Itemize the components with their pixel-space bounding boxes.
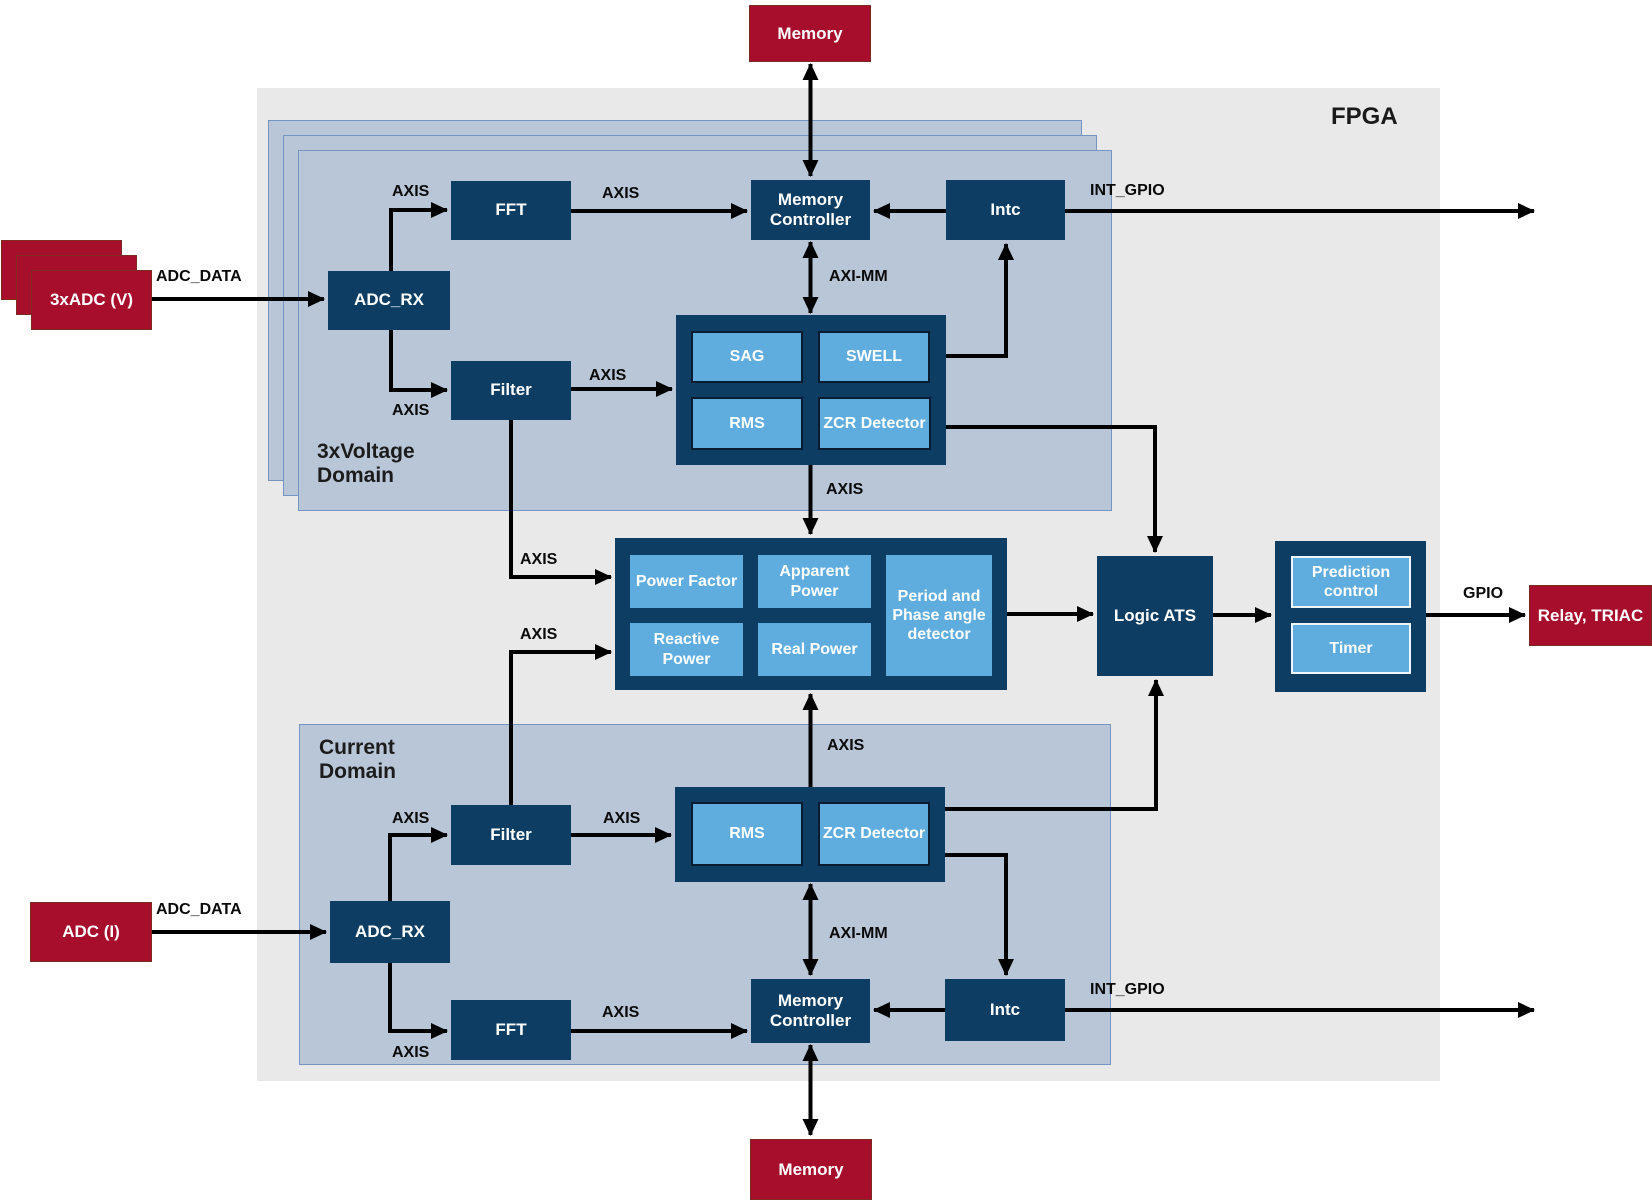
apparent-power-label: Apparent Power [779,563,850,600]
bus-label-axis-filter-i-power: AXIS [520,626,558,643]
zcr-detector-current-block: ZCR Detector [818,802,930,866]
voltage-domain-label-line2: Domain [317,464,395,487]
wire-adcrx-i-filter [388,827,448,901]
memory-controller-current-label: Memory Controller [769,990,852,1030]
bus-label-axis-fft-mc-v: AXIS [602,185,640,202]
rms-voltage-block: RMS [691,397,803,450]
fft-voltage-label: FFT [495,200,527,220]
rms-current-label: RMS [729,825,765,843]
reactive-power-label: Reactive Power [653,631,720,668]
wire-filter-i-powergrp [509,644,612,805]
power-factor-label: Power Factor [635,572,738,590]
memory-controller-current-block: Memory Controller [751,979,870,1043]
timer-block: Timer [1291,623,1411,674]
filter-voltage-label: Filter [490,380,532,400]
filter-current-label: Filter [490,824,532,844]
bus-label-gpio: GPIO [1463,585,1504,602]
swell-label: SWELL [846,348,902,366]
bus-label-axis-filter-grp-v: AXIS [589,367,627,384]
wire-adcrx-v-filter [389,330,448,398]
current-domain-label-line2: Domain [319,760,397,783]
current-domain-label-line1: Current [319,736,395,759]
bus-label-intgpio-current: INT_GPIO [1090,981,1165,998]
intc-current-label: Intc [989,999,1021,1019]
adc-rx-current-label: ADC_RX [355,921,425,941]
relay-triac-label: Relay, TRIAC [1537,605,1644,625]
intc-current-block: Intc [945,979,1065,1041]
bus-label-axis-saggrp-power: AXIS [826,481,864,498]
real-power-block: Real Power [758,623,871,676]
adc-rx-voltage-block: ADC_RX [328,271,450,330]
adc-current-label: ADC (I) [62,922,120,941]
sag-block: SAG [691,331,803,383]
bus-label-intgpio-voltage: INT_GPIO [1090,182,1165,199]
wire-swell-intc [946,243,1014,358]
period-phase-detector-label: Period and Phase angle detector [892,587,986,644]
wire-zcr-v-logicats [946,425,1163,553]
prediction-control-label: Prediction control [1311,563,1391,600]
logic-ats-block: Logic ATS [1097,556,1213,676]
fft-voltage-block: FFT [451,181,571,240]
memory-controller-voltage-block: Memory Controller [751,180,870,240]
bus-label-axis-adcrx-filter-v: AXIS [392,402,430,419]
bus-label-axis-adcrx-fft-v: AXIS [392,183,430,200]
logic-ats-label: Logic ATS [1113,605,1197,625]
rms-current-block: RMS [691,802,803,866]
memory-top-label: Memory [777,23,843,43]
bus-label-axis-filter-rms-i: AXIS [603,810,641,827]
rms-voltage-label: RMS [729,414,765,432]
apparent-power-block: Apparent Power [758,555,871,608]
adc-rx-voltage-label: ADC_RX [354,290,424,310]
wire-zcr-i-intc [945,853,1014,976]
bus-label-axis-filter-v-power: AXIS [520,551,558,568]
bus-label-axis-rmsgrp-power: AXIS [827,737,865,754]
fft-current-label: FFT [495,1019,527,1039]
period-phase-detector-block: Period and Phase angle detector [886,555,992,676]
memory-bottom-label: Memory [778,1159,844,1179]
bus-label-adc-data-current: ADC_DATA [156,901,242,918]
bus-label-axis-fft-mc-i: AXIS [602,1004,640,1021]
current-domain-label: Current Domain [319,736,396,784]
fpga-region-label: FPGA [1331,103,1398,130]
filter-current-block: Filter [451,805,571,865]
fft-current-block: FFT [451,1000,571,1060]
power-factor-block: Power Factor [630,555,743,608]
prediction-control-block: Prediction control [1291,556,1411,608]
wire-adcrx-v-fft [389,202,448,271]
relay-triac-block: Relay, TRIAC [1529,585,1652,646]
zcr-detector-voltage-block: ZCR Detector [818,397,931,450]
zcr-detector-voltage-label: ZCR Detector [823,414,926,432]
wire-filter-v-powergrp [509,420,612,585]
adc-voltage-label: 3xADC (V) [49,290,134,309]
filter-voltage-block: Filter [451,361,571,420]
bus-label-adc-data-voltage: ADC_DATA [156,268,242,285]
voltage-domain-label-line1: 3xVoltage [317,440,415,463]
intc-voltage-block: Intc [946,180,1065,240]
real-power-label: Real Power [771,640,858,658]
reactive-power-block: Reactive Power [630,623,743,676]
bus-label-aximm-current: AXI-MM [829,925,888,942]
bus-label-aximm-voltage: AXI-MM [829,268,888,285]
wire-adcrx-i-fft [388,963,448,1039]
memory-top-block: Memory [749,5,871,62]
zcr-detector-current-label: ZCR Detector [822,825,926,843]
sag-label: SAG [729,348,765,366]
intc-voltage-label: Intc [990,199,1021,219]
voltage-domain-label: 3xVoltage Domain [317,440,415,488]
memory-bottom-block: Memory [750,1139,872,1200]
adc-current-block: ADC (I) [30,902,152,962]
adc-voltage-block: 3xADC (V) [31,270,152,330]
bus-label-axis-adcrx-fft-i: AXIS [392,1044,430,1061]
timer-label: Timer [1329,639,1373,657]
memory-controller-voltage-label: Memory Controller [769,189,852,229]
swell-block: SWELL [818,331,930,383]
wire-rmsgrp-logicats [945,679,1164,811]
adc-rx-current-block: ADC_RX [330,901,450,963]
bus-label-axis-adcrx-filter-i: AXIS [392,810,430,827]
